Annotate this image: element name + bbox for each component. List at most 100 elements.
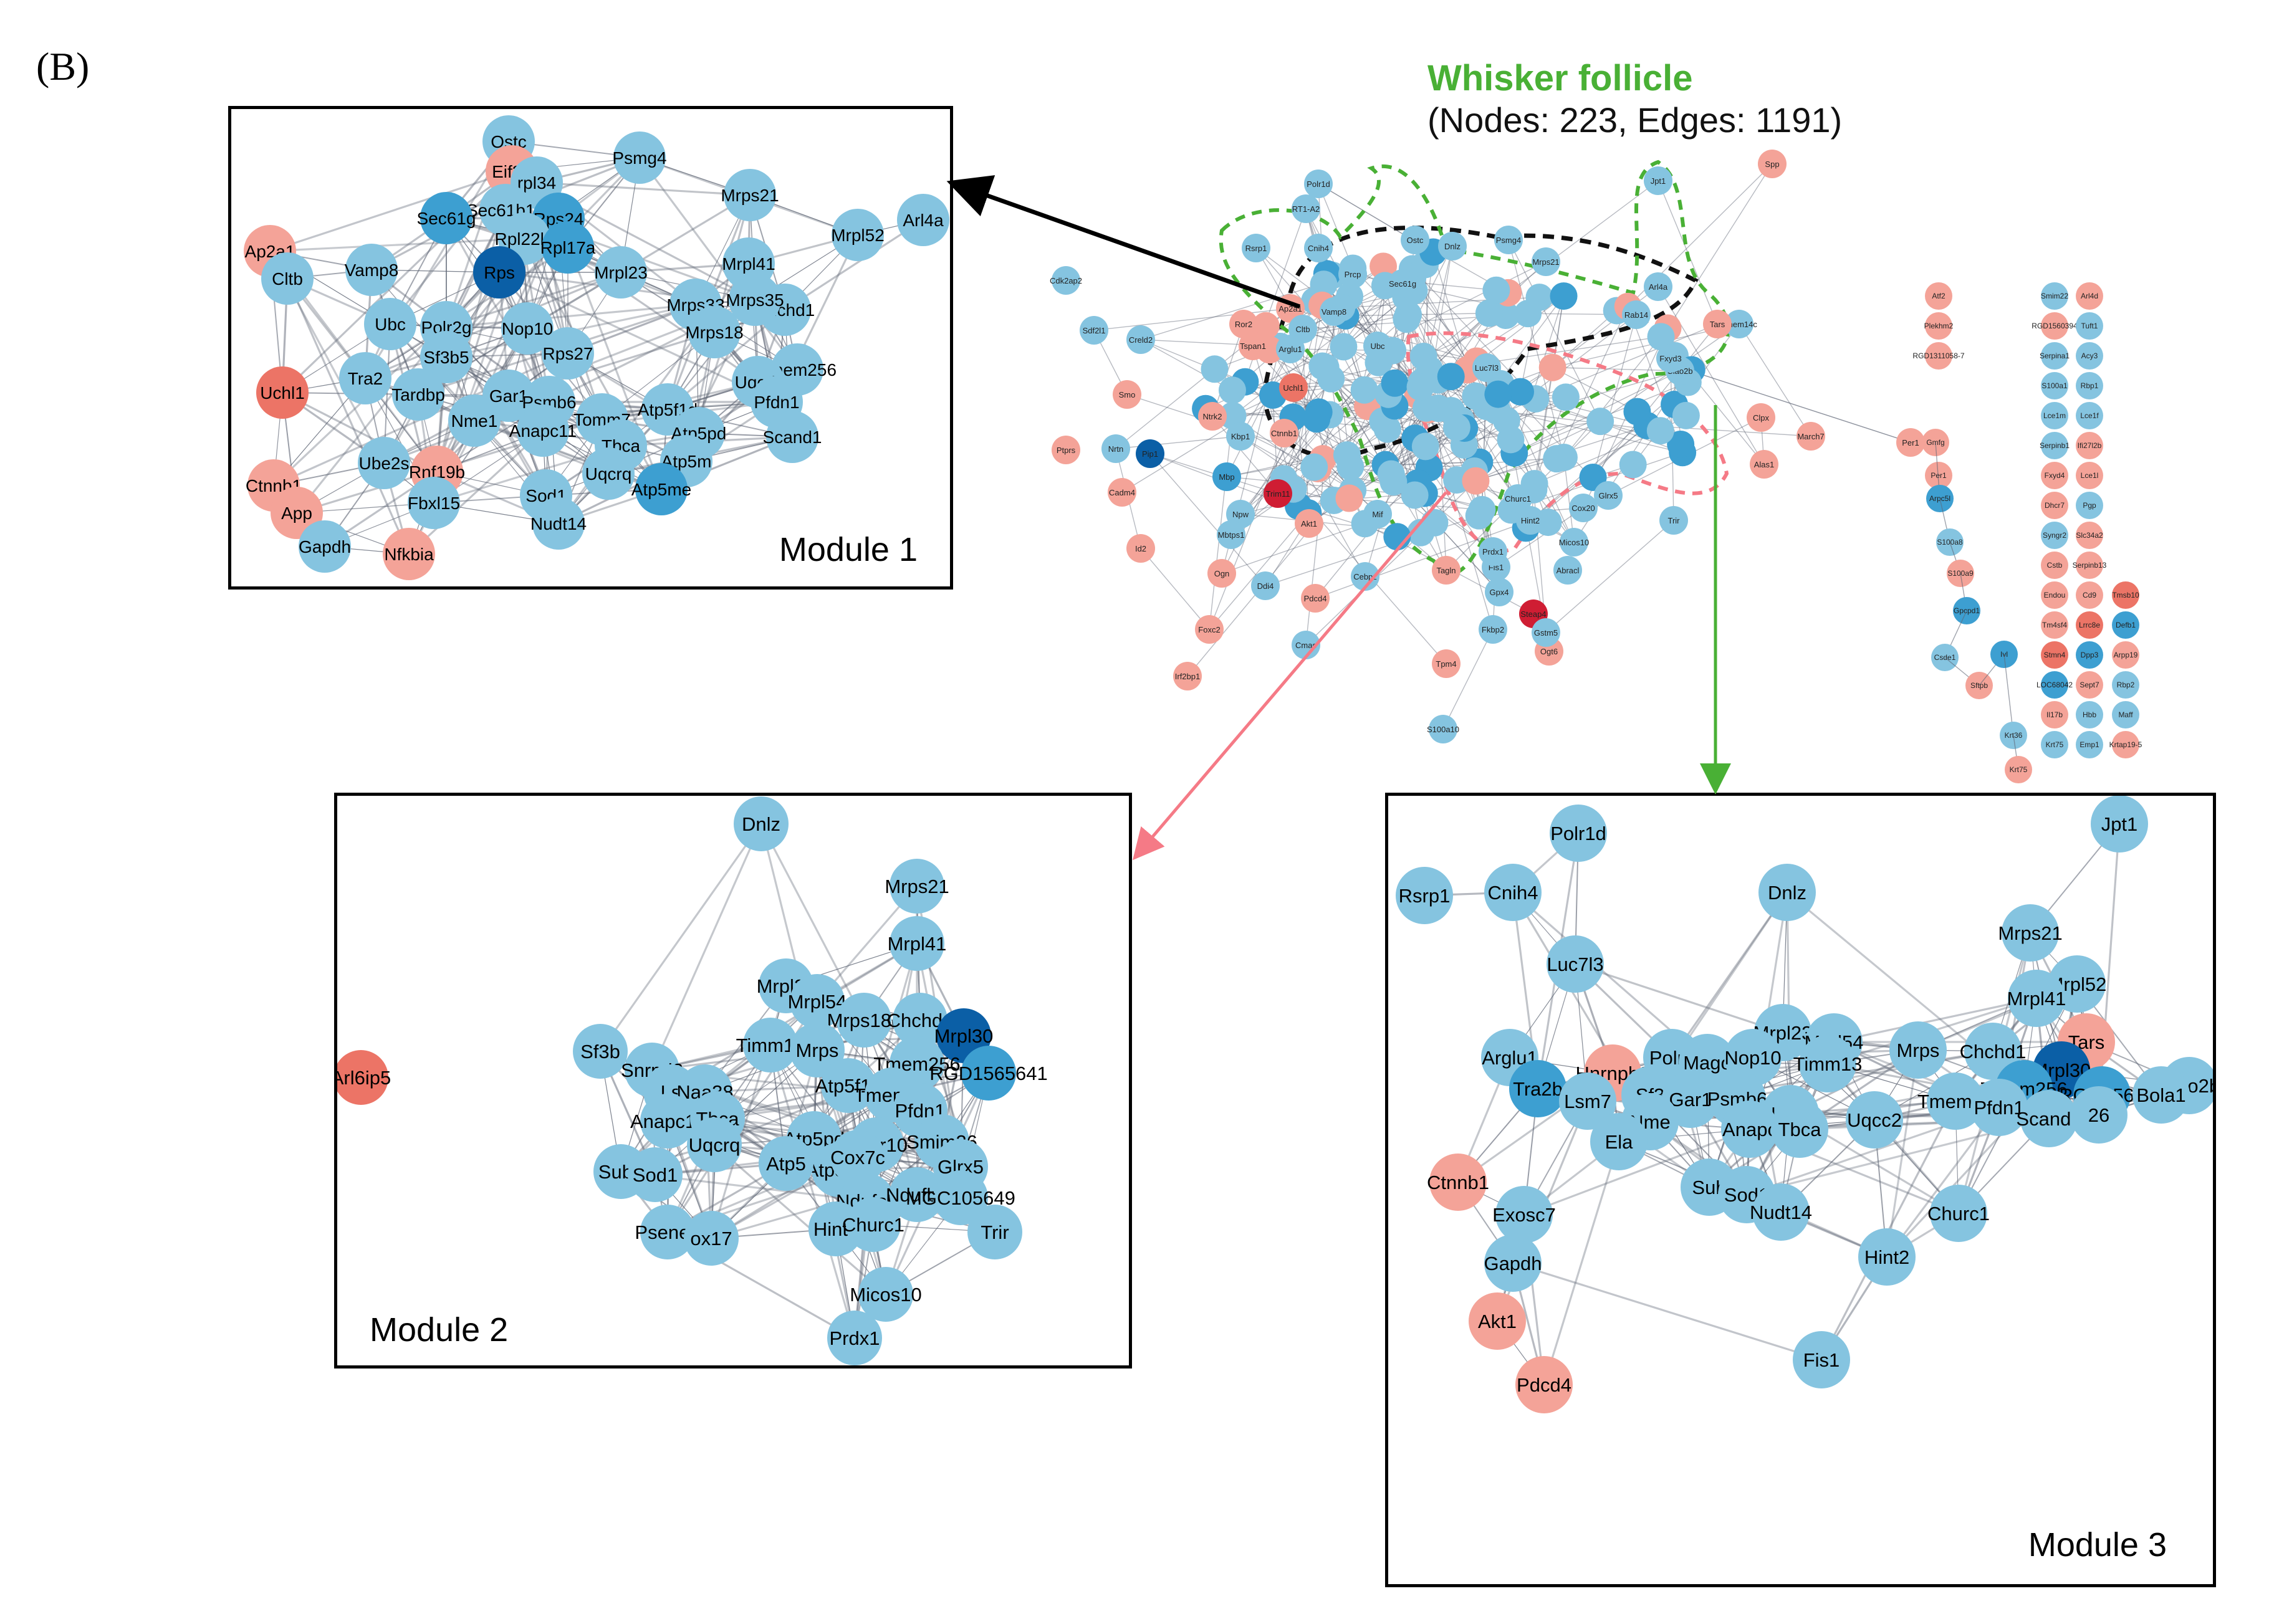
network-node: Sod1 (628, 1147, 683, 1202)
overview-edge (1378, 362, 1527, 528)
overview-node (1409, 342, 1437, 370)
overview-labeled-node: Tpm4 (1432, 649, 1461, 678)
overview-labeled-node: Tspan1 (1239, 332, 1267, 360)
overview-edge (1426, 408, 1436, 523)
network-node: MGC105649 (906, 1170, 1015, 1225)
overview-edge (1230, 404, 1394, 535)
network-node: Micos10 (850, 1267, 922, 1322)
overview-labeled-node: Ntrk2 (1198, 402, 1227, 431)
node-circle (1495, 1186, 1553, 1243)
overview-labeled-node: Cox20 (1569, 494, 1598, 522)
node-label: Ube2s (359, 454, 410, 473)
overview-node-label: Ubc (1370, 342, 1385, 351)
isolated-node-label: Arpc5l (1929, 494, 1950, 503)
isolated-node-label: Sept7 (2080, 681, 2099, 689)
overview-edge (1394, 405, 1465, 429)
overview-node (1404, 469, 1432, 497)
overview-edge (1476, 361, 1512, 440)
isolated-node-label: Syngr2 (2043, 531, 2066, 540)
overview-edge (1318, 247, 1439, 409)
overview-node-label: Creld2 (1129, 335, 1153, 345)
node-circle (687, 1117, 742, 1172)
overview-edge (1475, 410, 1497, 481)
isolated-node-label: Pgp (2083, 501, 2096, 510)
network-edge (638, 157, 799, 370)
isolated-node: Tmsb10 (2112, 581, 2139, 609)
overview-labeled-node: Cmas (1292, 631, 1320, 659)
overview-node (1462, 467, 1490, 495)
node-circle (364, 298, 416, 350)
overview-edge (1333, 311, 1393, 351)
overview-edge (1313, 467, 1353, 491)
overview-edge (1252, 265, 1384, 346)
overview-node (1331, 302, 1360, 330)
overview-labeled-node: Cadm4 (1108, 478, 1136, 507)
overview-edge (1608, 417, 1762, 496)
network-edge (445, 156, 641, 358)
overview-node (1514, 300, 1542, 328)
overview-node (1270, 465, 1298, 493)
overview-edge (1467, 370, 1494, 552)
network-edge (1786, 892, 1792, 1114)
overview-edge (1232, 394, 1418, 416)
overview-edge (1232, 408, 1426, 416)
overview-labeled-node: Tmem14c (1721, 310, 1757, 338)
overview-node-label: Abracl (1557, 566, 1580, 575)
isolated-node-label: S100a1 (2041, 381, 2068, 390)
network-node: Mrps (1889, 1021, 1947, 1079)
overview-edge (1406, 318, 1475, 472)
overview-labeled-node: Churc1 (1504, 484, 1532, 513)
overview-edge (1417, 380, 1439, 484)
network-edge (269, 237, 525, 252)
overview-node (1538, 353, 1566, 381)
overview-edge (1115, 368, 1215, 449)
node-label: RGD1565641 (929, 1063, 1048, 1084)
overview-edge (1377, 446, 1426, 515)
node-label: Scand1 (763, 427, 822, 447)
overview-edge (1140, 339, 1280, 347)
overview-edge (1226, 284, 1325, 477)
overview-node (1497, 426, 1525, 454)
overview-edge (1305, 208, 1335, 312)
overview-edge (1298, 395, 1418, 507)
node-label: Rps27 (543, 344, 593, 363)
overview-edge (1378, 362, 1418, 396)
overview-edge (1307, 367, 1487, 513)
overview-labeled-node: Gpx4 (1485, 578, 1513, 606)
overview-edge (1209, 512, 1308, 630)
node-label: Micos10 (850, 1284, 921, 1306)
network-node: Rpl17a (540, 221, 596, 274)
overview-node-label: Akt1 (1301, 519, 1317, 528)
overview-edge (1413, 264, 1426, 291)
overview-edge (1346, 285, 1386, 456)
overview-edge (1423, 356, 1535, 484)
isolated-node: Maff (2112, 701, 2139, 728)
overview-edge (1232, 369, 1468, 391)
network-edge (446, 303, 696, 328)
node-circle (1927, 1072, 1984, 1130)
network-edge (446, 271, 621, 328)
isolated-node: Slc34a2 (2076, 522, 2103, 549)
overview-edge (1385, 461, 1480, 466)
overview-labeled-node: Fkbp2 (1479, 615, 1507, 644)
overview-edge (1255, 247, 1303, 330)
isolated-node-label: Serpinb13 (2073, 561, 2107, 570)
network-node: RGD1565641 (929, 1046, 1048, 1101)
isolated-node: Endou (2041, 581, 2068, 609)
overview-node (1399, 263, 1427, 291)
overview-edge (1556, 306, 1629, 459)
overview-edge (1348, 408, 1427, 499)
node-label: Nme1 (451, 411, 498, 431)
network-node: Sec61g (417, 192, 476, 244)
isolated-node: Defb1 (2112, 611, 2139, 639)
overview-edge (1330, 378, 1350, 499)
overview-labeled-node: Ror2 (1229, 310, 1258, 338)
overview-edge (1277, 493, 1482, 510)
overview-edge (1305, 208, 1325, 285)
node-circle (1758, 864, 1816, 921)
overview-edge (1687, 369, 1911, 443)
network-edge (436, 272, 501, 472)
overview-edge (1475, 425, 1648, 482)
overview-edge (1352, 274, 1396, 406)
node-circle (759, 1136, 813, 1191)
